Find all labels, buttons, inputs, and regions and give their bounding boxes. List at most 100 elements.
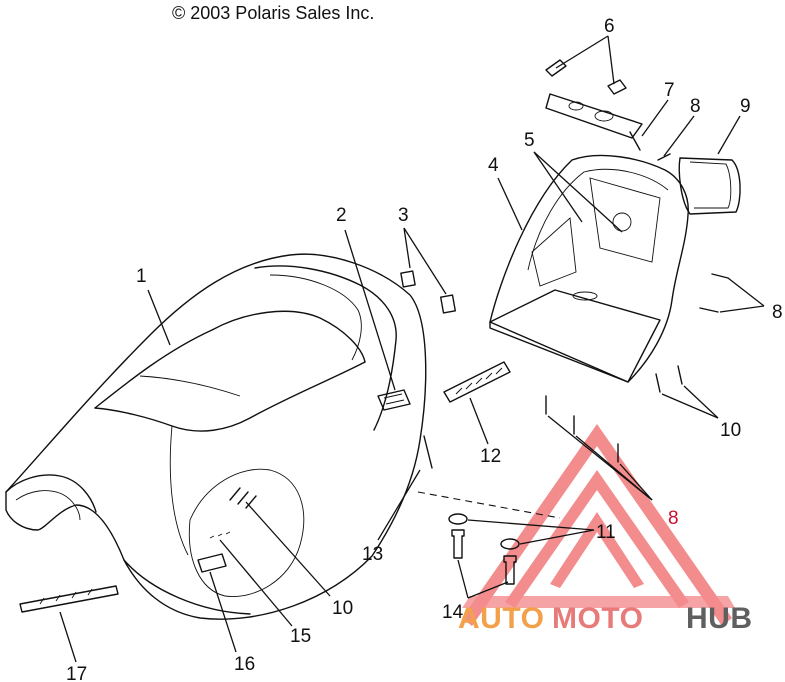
- leader-14b: [467, 581, 509, 599]
- tail-light-body: [678, 157, 741, 215]
- bracket-clip-2: [607, 79, 627, 95]
- screws-15: [209, 531, 231, 539]
- pin-8-right-1: [711, 273, 729, 279]
- callout-16: 16: [234, 654, 255, 675]
- callout-13: 13: [362, 544, 383, 565]
- watermark-hub: HUB: [686, 602, 753, 635]
- leader-1: [147, 289, 171, 346]
- callout-7: 7: [664, 80, 675, 101]
- callout-5: 5: [524, 130, 535, 151]
- leader-12: [469, 397, 489, 445]
- tail-light-lens: [689, 161, 732, 209]
- callout-14: 14: [442, 602, 464, 623]
- leader-5a: [533, 151, 583, 223]
- pin-8-upper: [657, 153, 671, 161]
- leader-8-lower-b: [575, 435, 653, 501]
- seat-front-lip: [5, 474, 97, 513]
- callout-1: 1: [136, 266, 147, 287]
- clip-upper: [400, 270, 416, 288]
- box-inner-wall: [527, 168, 669, 271]
- bracket-hole-1: [568, 101, 584, 111]
- box-side-panel: [531, 217, 577, 287]
- strap-hatching: [455, 367, 503, 395]
- watermark-auto: AUTO: [458, 602, 544, 635]
- leader-lines: [59, 35, 765, 663]
- seat-side-seam: [169, 425, 189, 556]
- seat-mid-seam: [139, 375, 241, 397]
- leader-7: [641, 99, 669, 137]
- seat-front-inner: [15, 490, 81, 521]
- tail-light: [678, 157, 741, 215]
- bracket-plate: [545, 93, 643, 139]
- callout-8-right: 8: [772, 302, 783, 323]
- bracket: [545, 59, 643, 139]
- box-lock-hole: [612, 212, 632, 232]
- callout-15: 15: [290, 626, 311, 647]
- watermark-moto: MOTO: [552, 602, 643, 635]
- leader-10-seat: [245, 501, 331, 597]
- leader-6a: [555, 35, 609, 69]
- leader-9: [717, 115, 741, 155]
- emblem-lines: [383, 393, 405, 405]
- leader-15: [219, 539, 293, 627]
- box-slot: [572, 291, 598, 301]
- watermark-text: AUTO MOTO HUB: [458, 602, 753, 635]
- seat-underside-pan: [188, 468, 305, 597]
- callout-11: 11: [596, 522, 616, 543]
- callout-10-seat: 10: [332, 598, 353, 619]
- callout-8-lower: 8: [668, 508, 679, 529]
- leader-16: [209, 571, 237, 653]
- box-back-panel: [589, 177, 661, 263]
- bracket-clip-1: [545, 59, 567, 77]
- watermark-logo: [462, 424, 735, 626]
- callout-17: 17: [66, 664, 87, 682]
- screw-7: [629, 131, 641, 151]
- callout-3: 3: [398, 205, 409, 226]
- fastener-10-b: [677, 365, 683, 385]
- leader-3b: [403, 227, 447, 295]
- strap-body: [443, 361, 511, 403]
- emblem-shape: [377, 389, 411, 411]
- callout-12: 12: [480, 446, 501, 467]
- leader-6b: [607, 35, 615, 85]
- seat-cushion-top: [94, 310, 366, 409]
- leader-4: [497, 177, 523, 231]
- strap-17-body: [19, 585, 119, 613]
- strap-17-hatching: [39, 588, 93, 605]
- watermark-triangle-inner: [505, 470, 689, 608]
- seat-bottom-edge: [123, 559, 251, 615]
- callout-2: 2: [336, 205, 347, 226]
- seat-rear-seam: [269, 274, 362, 361]
- storage-box: [489, 154, 689, 383]
- leader-11b: [519, 529, 595, 545]
- callout-9: 9: [740, 96, 751, 117]
- callout-10-right: 10: [720, 420, 741, 441]
- callout-labels: 1 2 3 4 5 6 7 8 9 8 10 12 8 10 11 13 14 …: [66, 16, 783, 682]
- leader-13: [377, 469, 421, 541]
- clip-lower: [440, 294, 456, 314]
- leader-10-right-a: [661, 393, 719, 419]
- leader-17: [59, 611, 77, 663]
- washer-11-a: [448, 513, 468, 525]
- watermark-base: [462, 596, 735, 608]
- callout-4: 4: [488, 155, 499, 176]
- strap: [443, 361, 511, 403]
- leader-8-lower-c: [619, 463, 653, 501]
- leader-8-top: [663, 115, 695, 157]
- latch-16: [197, 553, 227, 573]
- leader-5b: [533, 151, 623, 233]
- bolt-14-a: [451, 529, 465, 559]
- callout-8-top: 8: [690, 96, 701, 117]
- screw-13: [423, 435, 433, 469]
- seat-rear-hump: [254, 265, 397, 431]
- strap-17: [19, 585, 119, 613]
- seat-outline: [5, 253, 427, 620]
- leader-3a: [403, 227, 411, 269]
- bracket-hole-2: [594, 110, 614, 122]
- leader-8-right-a: [727, 277, 765, 307]
- fasteners: [197, 131, 729, 585]
- emblem-decal: [377, 389, 411, 411]
- copyright-text: © 2003 Polaris Sales Inc.: [172, 3, 374, 23]
- box-outline: [489, 154, 689, 383]
